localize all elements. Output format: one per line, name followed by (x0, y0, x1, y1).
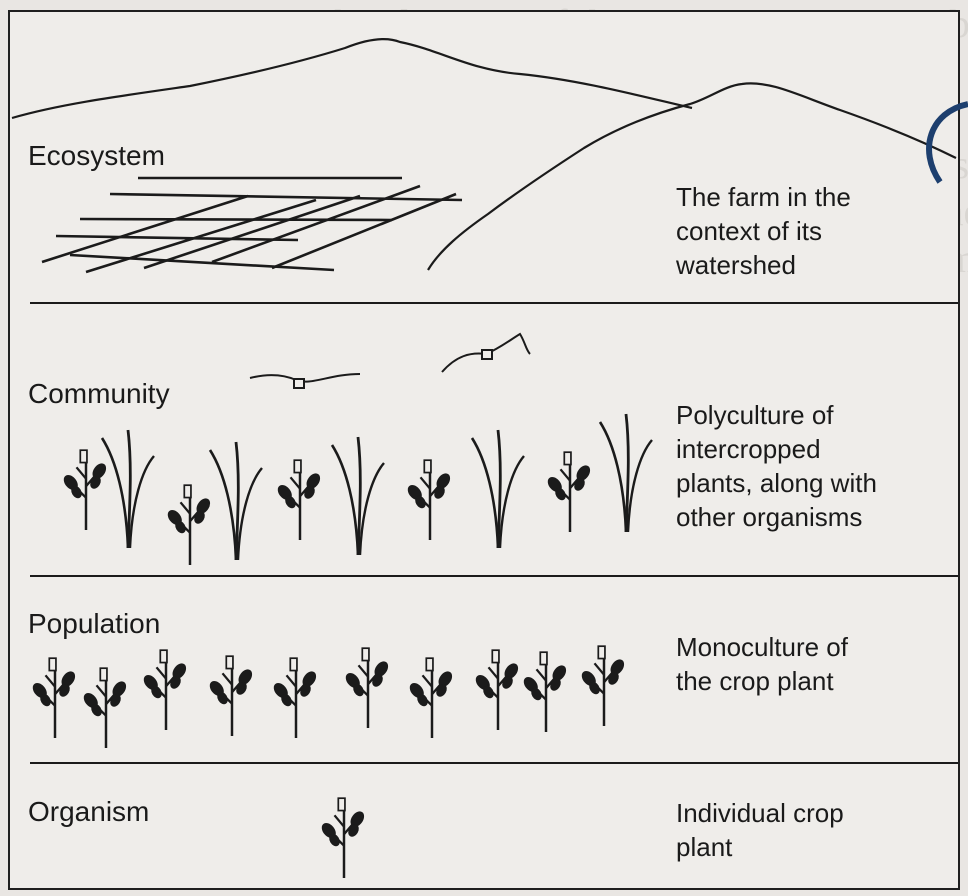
level-label-community: Community (28, 378, 170, 410)
crop-plant-icon (579, 646, 627, 726)
accent-arc (929, 104, 968, 182)
crop-plant-icon (545, 452, 593, 532)
community-plants (61, 414, 652, 565)
level-desc-ecosystem: The farm in the context of its watershed (676, 180, 851, 282)
crop-plant-icon (275, 460, 323, 540)
crop-plant-icon (165, 485, 213, 565)
level-desc-organism: Individual crop plant (676, 796, 844, 864)
level-label-organism: Organism (28, 796, 149, 828)
grass-plant-icon (600, 414, 652, 532)
crop-plant-icon (61, 450, 109, 530)
crop-plant-icon (141, 650, 189, 730)
level-desc-community: Polyculture of intercropped plants, alon… (676, 398, 877, 534)
level-desc-population: Monoculture of the crop plant (676, 630, 848, 698)
crop-plant-icon (207, 656, 255, 736)
crop-plant-icon (30, 658, 78, 738)
bird-right (442, 334, 530, 372)
crop-plant-icon (405, 460, 453, 540)
population-plants (30, 646, 627, 748)
crop-plant-icon (407, 658, 455, 738)
grass-plant-icon (102, 430, 154, 548)
crop-plant-icon (271, 658, 319, 738)
divider (30, 575, 958, 577)
field-grid (42, 178, 462, 272)
crop-plant-icon (319, 798, 367, 878)
divider (30, 762, 958, 764)
grass-plant-icon (332, 437, 384, 555)
bird-left (250, 374, 360, 388)
crop-plant-icon (521, 652, 569, 732)
hill-left (12, 39, 692, 118)
grass-plant-icon (472, 430, 524, 548)
level-label-population: Population (28, 608, 160, 640)
crop-plant-icon (81, 668, 129, 748)
crop-plant-icon (473, 650, 521, 730)
organism-plant (319, 798, 367, 878)
level-label-ecosystem: Ecosystem (28, 140, 165, 172)
grass-plant-icon (210, 442, 262, 560)
divider (30, 302, 958, 304)
crop-plant-icon (343, 648, 391, 728)
